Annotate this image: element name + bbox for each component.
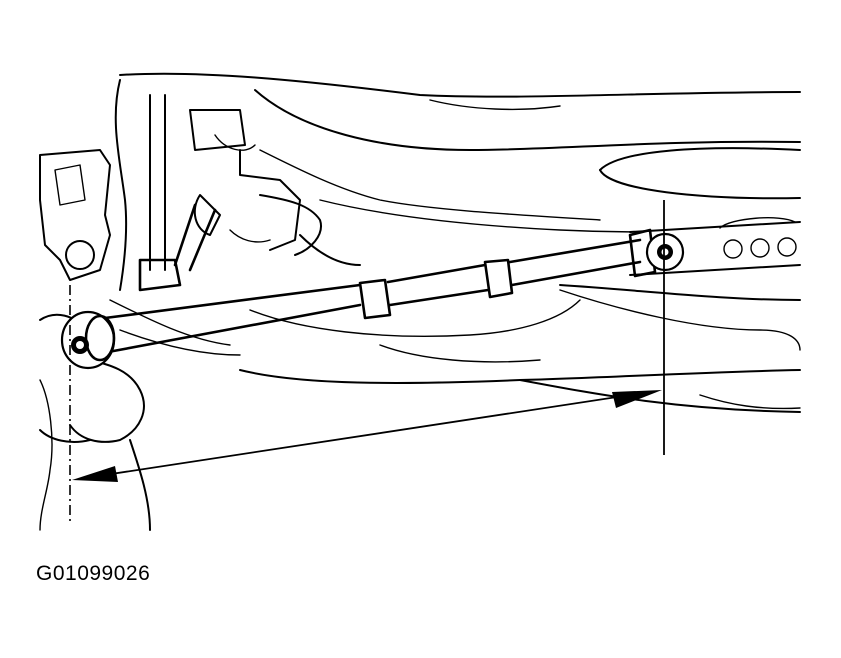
reference-center-lines — [69, 200, 665, 525]
figure-code-label: G01099026 — [36, 562, 151, 585]
knuckle-assembly — [39, 79, 361, 531]
chassis-outline — [119, 72, 801, 413]
lateral-link-rod — [60, 228, 685, 370]
measurement-arrow — [72, 390, 662, 482]
